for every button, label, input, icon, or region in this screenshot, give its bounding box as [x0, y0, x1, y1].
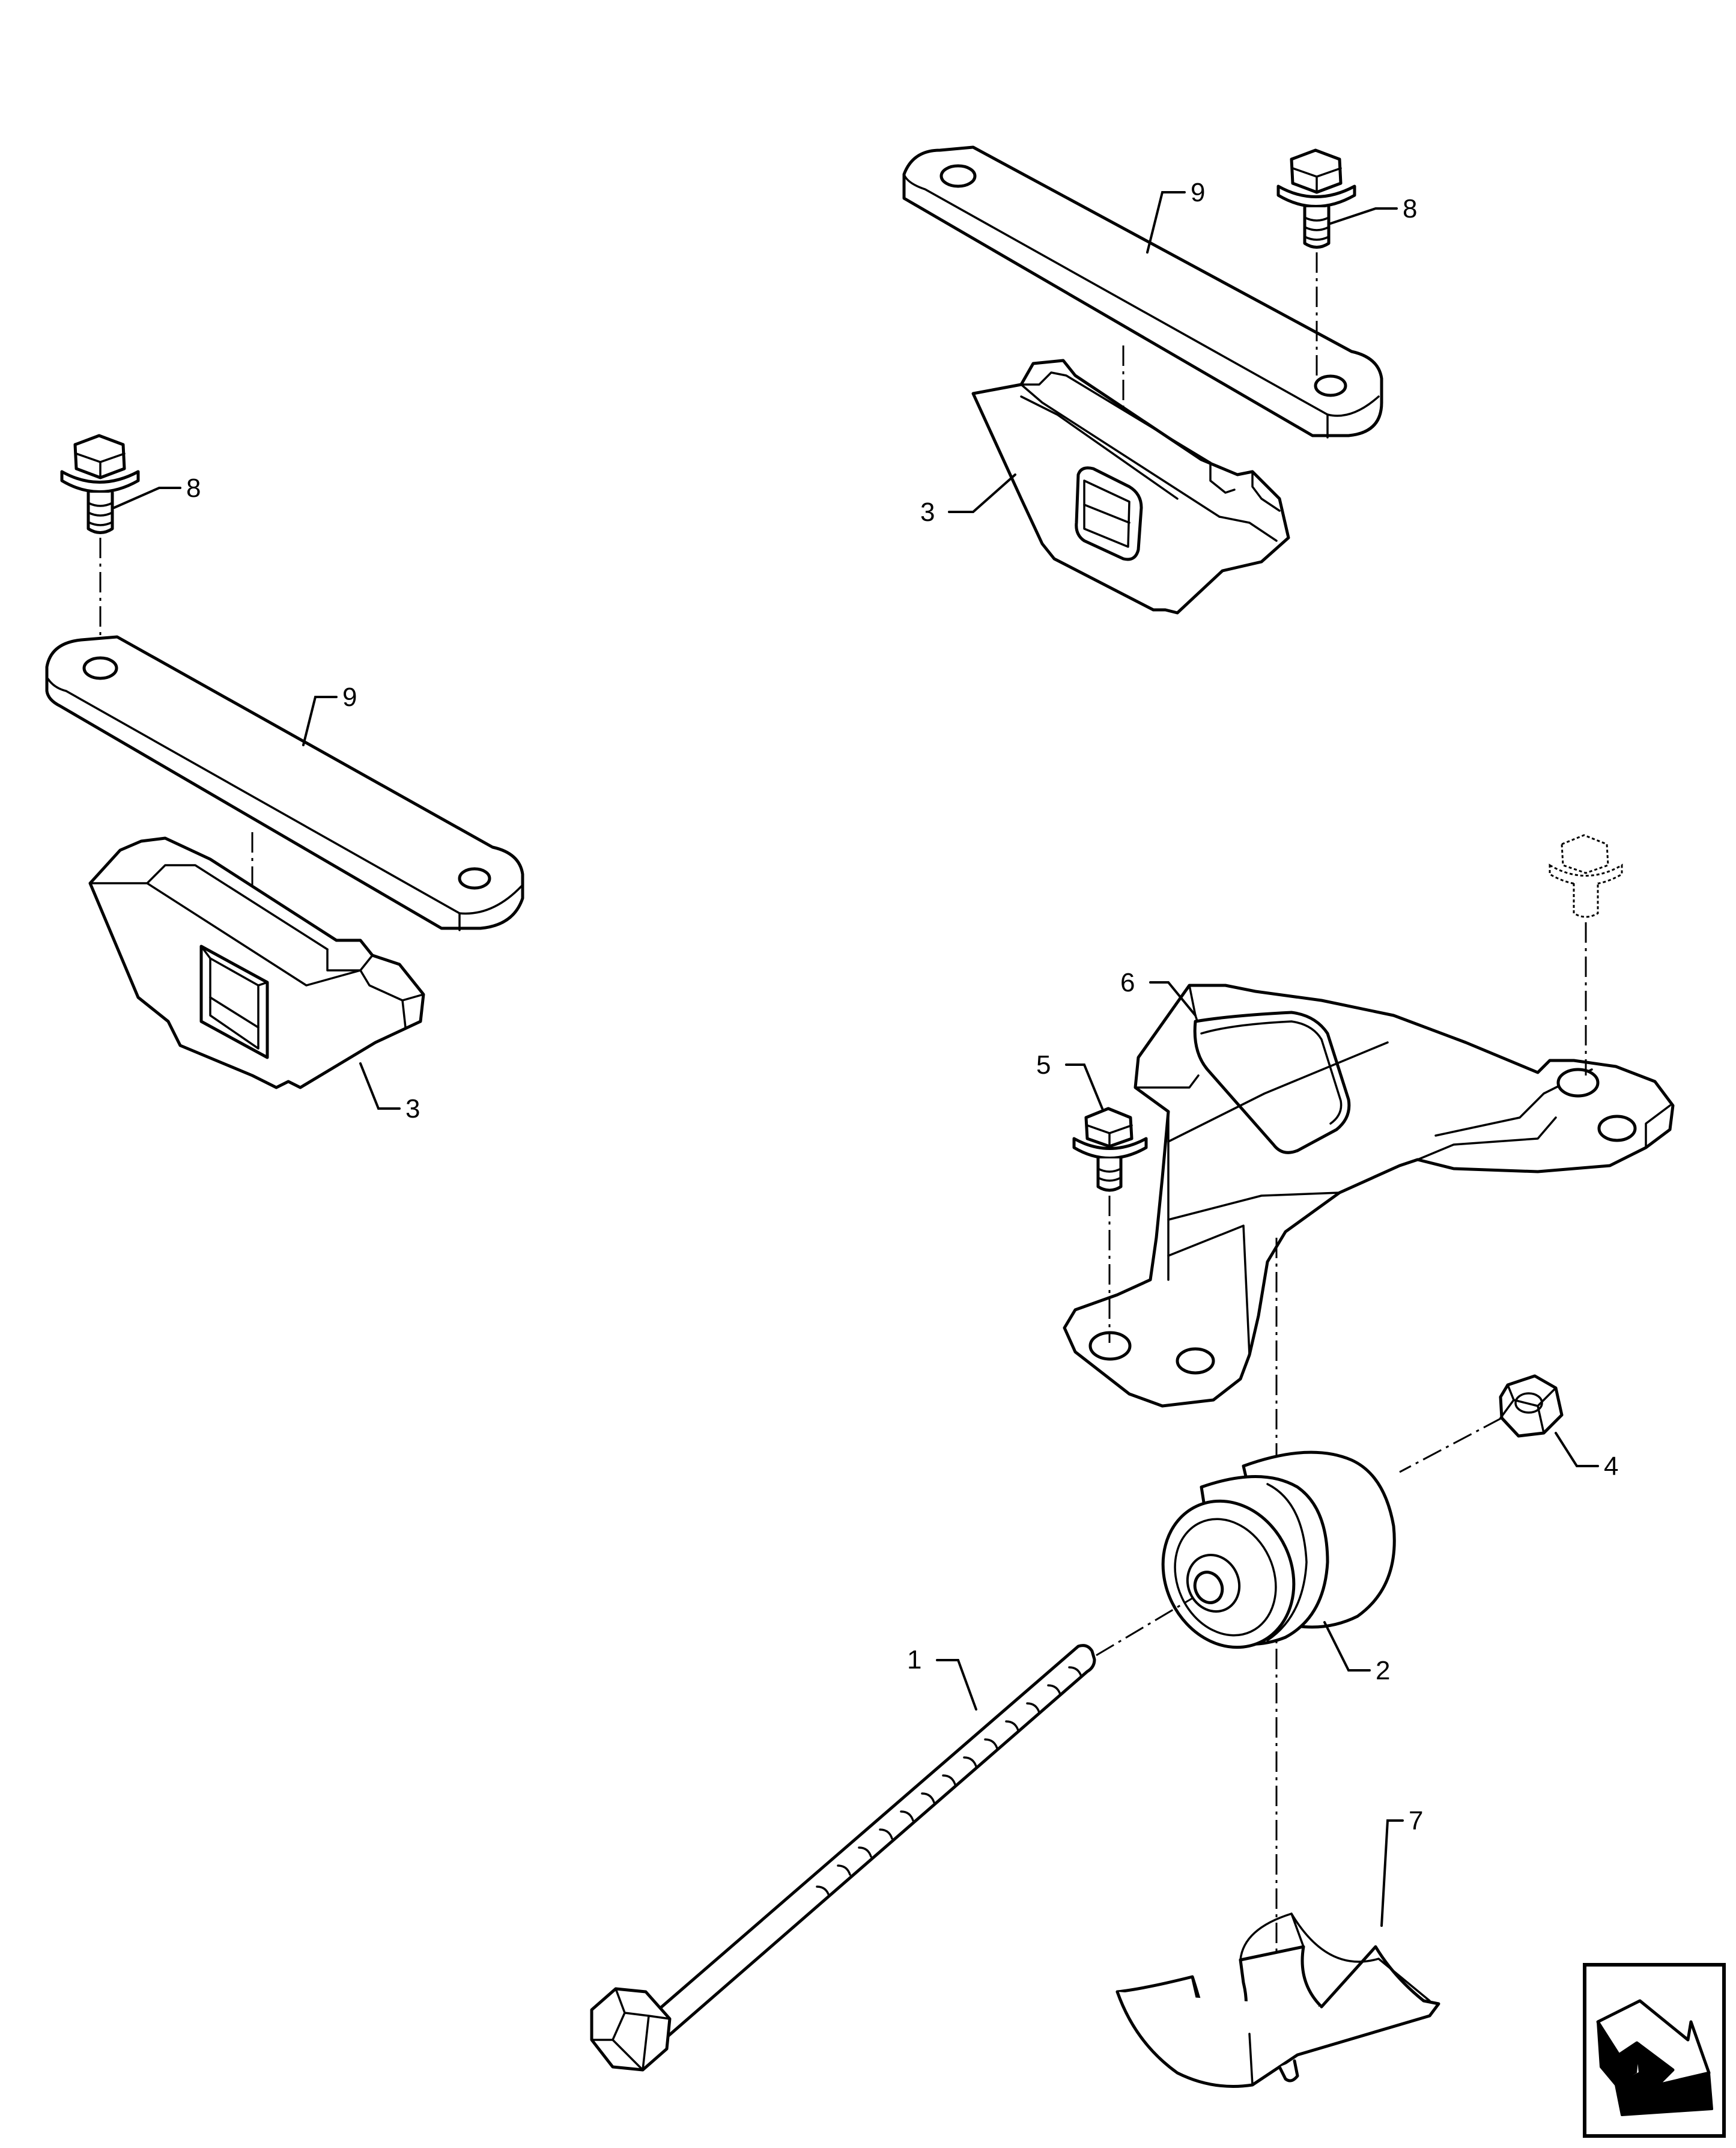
- phantom-flange-bolt: [1549, 834, 1623, 918]
- top-right-mounting-block: [971, 359, 1290, 615]
- hex-nut: [1499, 1374, 1564, 1438]
- callout-5: 5: [1036, 1050, 1051, 1080]
- callout-6: 6: [1120, 968, 1135, 997]
- callout-9-left: 9: [342, 683, 357, 712]
- top-right-flange-bolt: [1276, 148, 1356, 249]
- callout-labels: 1 2 3 3 4 5 6 7 8 8 9 9: [186, 178, 1618, 1836]
- next-page-arrow-icon[interactable]: [1583, 1963, 1726, 2138]
- callout-9-top: 9: [1191, 178, 1205, 207]
- rubber-bushing: [1161, 1450, 1396, 1649]
- callout-3-top: 3: [920, 497, 935, 527]
- callout-1: 1: [907, 1645, 921, 1675]
- left-mounting-block: [88, 836, 425, 1089]
- long-hex-bolt: [590, 1644, 1096, 2072]
- callout-8-top: 8: [1403, 194, 1417, 224]
- callout-8-left: 8: [186, 473, 201, 503]
- top-right-flat-bar: [902, 145, 1383, 439]
- callout-3-left: 3: [405, 1094, 420, 1124]
- long-bolt-centerline: [1096, 1597, 1193, 1657]
- nut-centerline: [1399, 1417, 1502, 1473]
- bracket-flange-bolt: [1072, 1107, 1148, 1192]
- half-saddle-clamp: [1115, 1912, 1440, 2088]
- left-flat-bar: [45, 635, 524, 931]
- callout-leaders: [113, 191, 1599, 1927]
- callout-2: 2: [1376, 1656, 1390, 1685]
- callout-4: 4: [1604, 1452, 1618, 1481]
- callout-7: 7: [1409, 1806, 1423, 1836]
- left-flange-bolt: [60, 434, 140, 534]
- main-support-bracket: [1063, 984, 1675, 1408]
